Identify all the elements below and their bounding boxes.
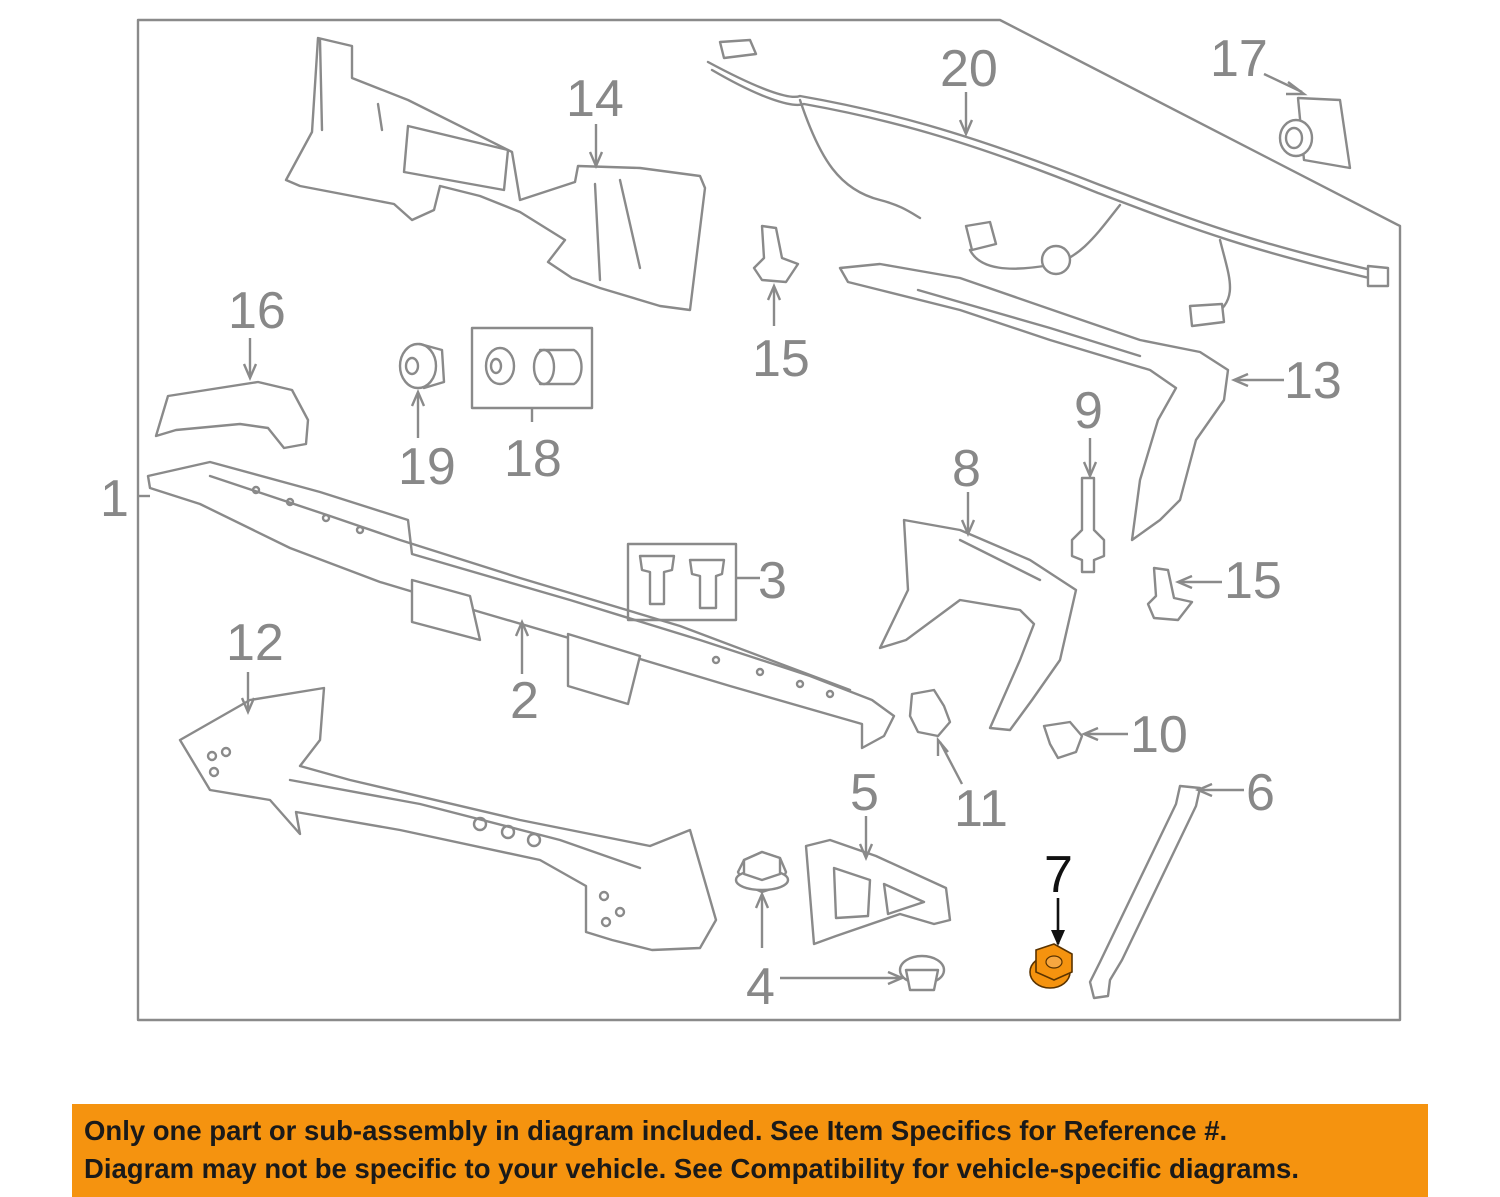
callout-7: 7 [1044,846,1073,904]
callout-15-lower: 15 [1224,552,1282,610]
leader-lines [138,72,1308,986]
callout-16: 16 [228,282,286,340]
part-5-gusset [804,838,952,946]
diagram-frame [136,18,1402,1022]
callout-8: 8 [952,440,981,498]
disclaimer-line-2: Diagram may not be specific to your vehi… [84,1153,1299,1184]
part-3-rivets [626,542,738,622]
part-13-molding [838,262,1230,542]
part-19-bumper [398,342,446,390]
part-10-push-clip [1042,720,1084,760]
callout-14: 14 [566,70,624,128]
part-17-sensor [1278,96,1352,170]
part-11-push-clip [908,688,952,738]
part-16-bracket [154,380,310,450]
part-9-stud [1070,476,1106,574]
part-15-clip-upper [752,224,800,284]
part-12-frame-extension [178,686,718,952]
disclaimer-banner: Only one part or sub-assembly in diagram… [72,1104,1428,1197]
callout-6: 6 [1246,764,1275,822]
disclaimer-line-1: Only one part or sub-assembly in diagram… [84,1115,1228,1146]
part-15-clip-lower [1146,566,1194,622]
part-20-wiring-harness [706,38,1390,328]
callout-15-upper: 15 [752,330,810,388]
callout-20: 20 [940,40,998,98]
callout-17: 17 [1210,30,1268,88]
part-1-2-impact-bar [146,460,896,750]
callout-13: 13 [1284,352,1342,410]
callout-19: 19 [398,438,456,496]
callout-11: 11 [954,780,1008,838]
callout-10: 10 [1130,706,1188,764]
callout-labels: 1 2 3 4 5 6 7 8 9 10 11 12 13 14 15 15 1… [100,30,1342,1016]
callout-9: 9 [1074,382,1103,440]
callout-3: 3 [758,552,787,610]
part-14-trim-panel [284,36,707,312]
part-18-spacer-kit [470,326,594,410]
callout-12: 12 [226,614,284,672]
part-4-nuts [734,850,946,992]
callout-1: 1 [100,470,129,528]
callout-4: 4 [746,958,775,1016]
callout-2: 2 [510,672,539,730]
part-7-flange-nut [1029,943,1073,989]
callout-18: 18 [504,430,562,488]
callout-5: 5 [850,764,879,822]
part-8-bracket [878,518,1078,732]
part-6-support-rod [1088,784,1202,1000]
